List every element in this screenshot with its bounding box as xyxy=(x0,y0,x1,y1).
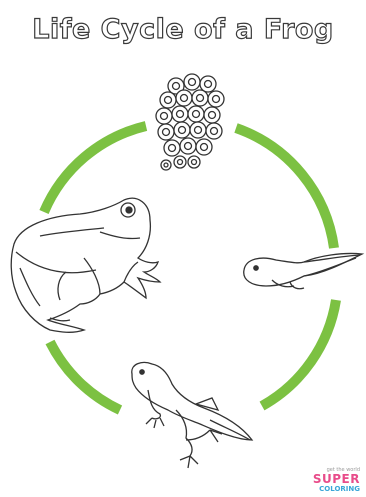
eggs-illustration xyxy=(156,74,224,170)
watermark-logo: get the world SUPER COLORING xyxy=(296,467,360,493)
watermark-brand: SUPER xyxy=(296,473,360,485)
tadpole-illustration xyxy=(244,253,362,288)
arc-froglet-to-frog xyxy=(50,342,120,410)
watermark-brand-sub: COLORING xyxy=(296,485,360,493)
arc-tadpole-to-froglet xyxy=(262,300,336,406)
arc-eggs-to-tadpole xyxy=(236,128,334,248)
adult-frog-illustration xyxy=(11,198,160,332)
froglet-illustration xyxy=(132,362,252,468)
